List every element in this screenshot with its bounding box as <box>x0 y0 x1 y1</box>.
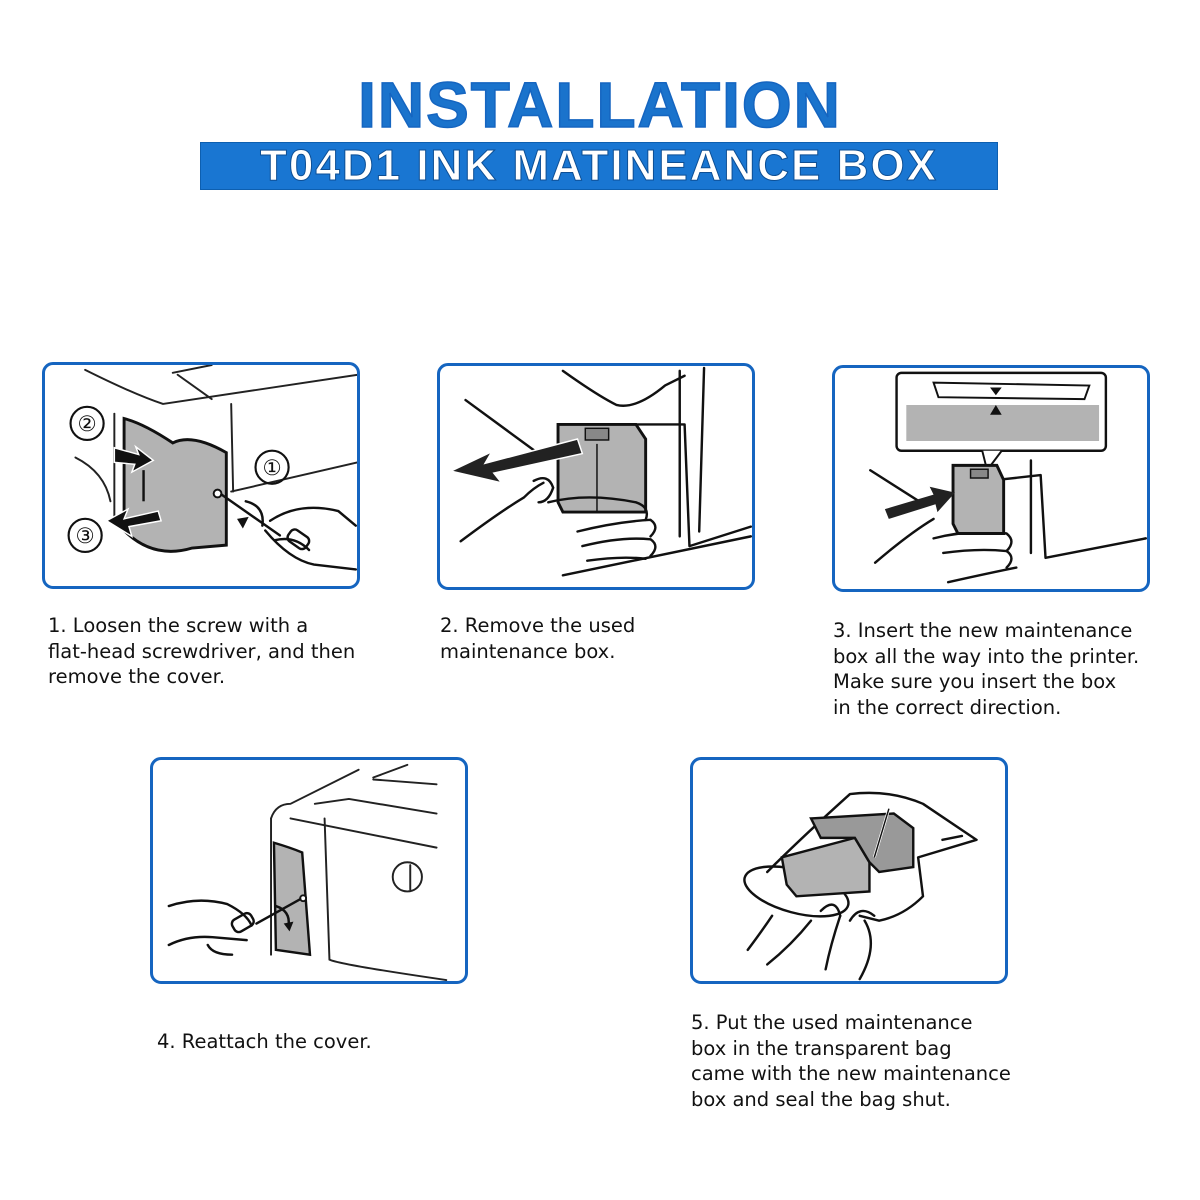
caption-line: box and seal the bag shut. <box>691 1087 951 1111</box>
step-4-panel <box>150 757 468 984</box>
marker-3: ③ <box>76 524 95 549</box>
step-5-caption: 5. Put the used maintenance box in the t… <box>691 1010 1011 1112</box>
caption-line: flat-head screwdriver, and then <box>48 639 356 663</box>
caption-line: in the correct direction. <box>833 695 1062 719</box>
caption-line: 3. Insert the new maintenance <box>833 619 1133 642</box>
remove-cover-illustration: ② ① ③ <box>67 365 357 571</box>
step-1-panel: ② ① ③ <box>42 362 360 589</box>
bag-seal-illustration <box>743 791 978 981</box>
caption-line: box all the way into the printer. <box>833 644 1140 668</box>
step-3-panel <box>832 365 1150 592</box>
remove-box-illustration <box>448 366 752 577</box>
step-2-caption: 2. Remove the used maintenance box. <box>440 613 635 664</box>
caption-line: remove the cover. <box>48 665 226 688</box>
step-4-caption: 4. Reattach the cover. <box>157 1029 372 1055</box>
reattach-cover-illustration <box>167 763 448 981</box>
step-5-panel <box>690 757 1008 984</box>
caption-line: Make sure you insert the box <box>833 670 1117 693</box>
caption-line: came with the new maintenance <box>691 1062 1011 1085</box>
subtitle-text: T04D1 INK MATINEANCE BOX <box>260 141 938 190</box>
caption-line: maintenance box. <box>440 639 616 663</box>
caption-line: 2. Remove the used <box>440 614 636 637</box>
caption-line: 5. Put the used maintenance <box>691 1011 973 1034</box>
step-1-caption: 1. Loosen the screw with a flat-head scr… <box>48 613 355 690</box>
subtitle-banner: T04D1 INK MATINEANCE BOX <box>200 141 998 190</box>
page-title: INSTALLATION <box>357 69 842 141</box>
marker-1: ① <box>262 456 281 481</box>
caption-line: 4. Reattach the cover. <box>157 1030 372 1053</box>
caption-line: box in the transparent bag <box>691 1036 952 1060</box>
insert-box-illustration <box>869 371 1147 584</box>
caption-line: 1. Loosen the screw with a <box>48 614 309 637</box>
marker-2: ② <box>77 412 96 437</box>
step-2-panel <box>437 363 755 590</box>
step-3-caption: 3. Insert the new maintenance box all th… <box>833 618 1139 720</box>
